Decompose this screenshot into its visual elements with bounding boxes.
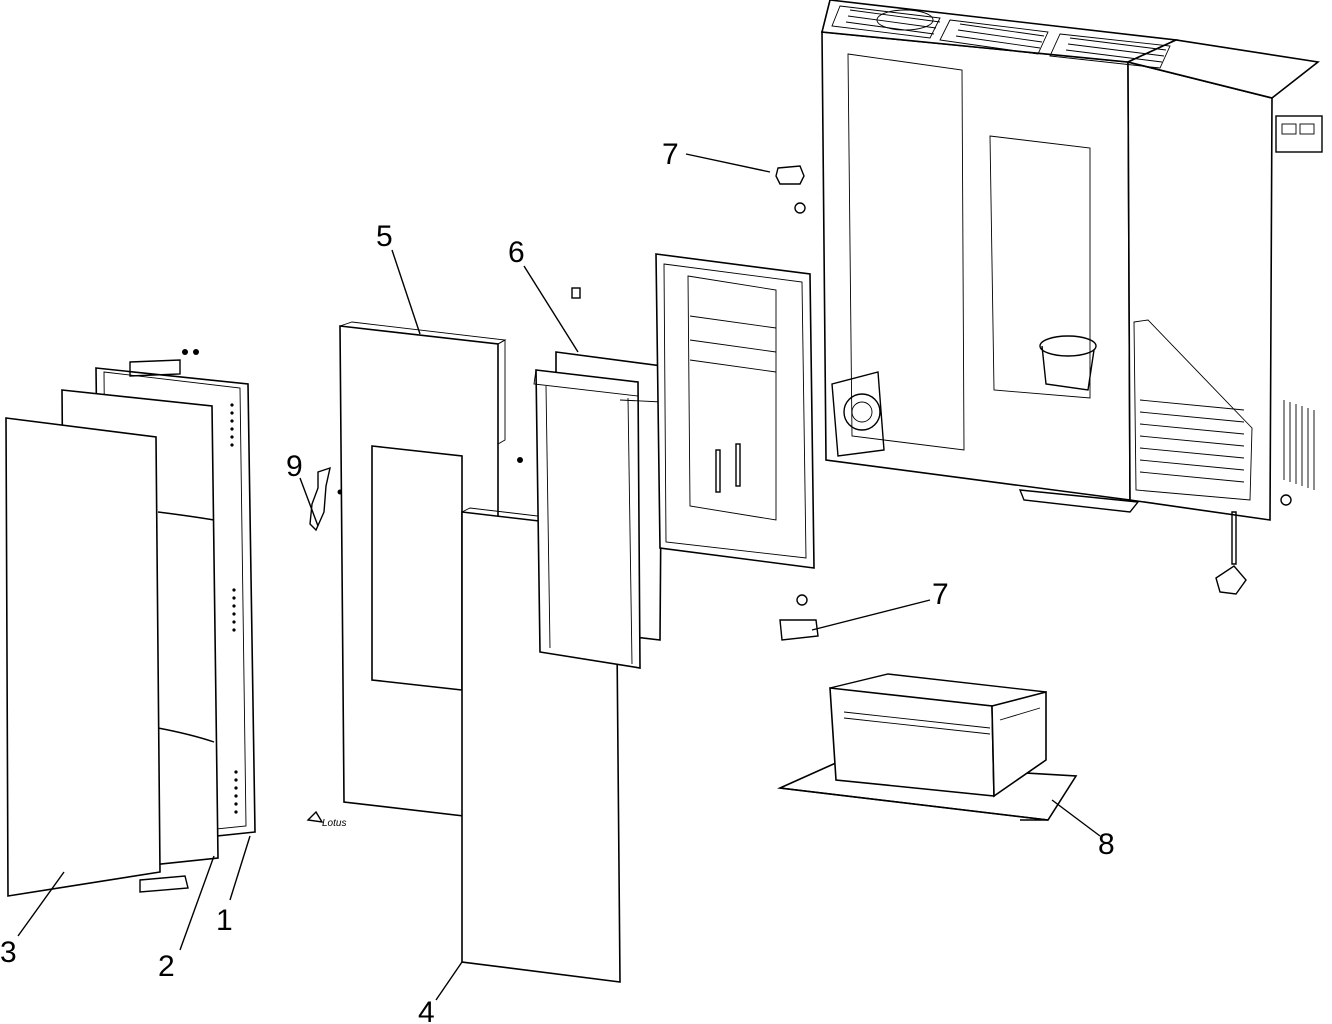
callout-7-lower: 7 bbox=[811, 578, 949, 631]
svg-text:9: 9 bbox=[286, 450, 303, 483]
svg-text:3: 3 bbox=[0, 936, 17, 969]
callout-1: 1 bbox=[216, 835, 251, 937]
svg-text:8: 8 bbox=[1098, 828, 1115, 861]
part-9-hinge-bracket bbox=[309, 466, 343, 532]
callout-7-upper: 7 bbox=[662, 138, 771, 173]
callout-4: 4 bbox=[418, 961, 463, 1024]
svg-text:1: 1 bbox=[216, 904, 233, 937]
side-vents bbox=[1283, 400, 1315, 490]
svg-text:2: 2 bbox=[158, 950, 175, 983]
part-7-lower-bracket bbox=[779, 594, 819, 641]
vent-dots-middle bbox=[232, 588, 236, 632]
callout-9: 9 bbox=[286, 450, 319, 527]
part-5-front-frame: Lotus bbox=[306, 321, 523, 829]
callout-3: 3 bbox=[0, 871, 65, 969]
power-plug bbox=[1215, 511, 1247, 595]
callout-8: 8 bbox=[1051, 799, 1115, 861]
svg-text:4: 4 bbox=[418, 996, 435, 1024]
callout-6: 6 bbox=[508, 236, 579, 353]
vent-dots-lower bbox=[234, 770, 238, 814]
svg-text:Lotus: Lotus bbox=[322, 818, 346, 829]
svg-text:7: 7 bbox=[932, 578, 949, 611]
part-6-inner-frame bbox=[533, 287, 663, 669]
top-grille bbox=[831, 5, 1171, 69]
logo-badge: Lotus bbox=[306, 810, 346, 829]
svg-text:7: 7 bbox=[662, 138, 679, 171]
part-7-upper-bracket bbox=[775, 165, 806, 214]
vent-dots-upper bbox=[230, 403, 234, 447]
svg-text:5: 5 bbox=[376, 220, 393, 253]
part-3-side-panel bbox=[5, 417, 161, 897]
rear-louvre bbox=[1133, 319, 1253, 501]
part-8-base-tray bbox=[777, 673, 1078, 821]
stove-body bbox=[820, 0, 1323, 595]
control-panel bbox=[1275, 115, 1323, 153]
callout-5: 5 bbox=[376, 220, 421, 335]
part-back-frame-panel bbox=[655, 253, 815, 569]
callout-2: 2 bbox=[158, 855, 215, 983]
combustion-fan bbox=[831, 371, 885, 457]
svg-text:6: 6 bbox=[508, 236, 525, 269]
